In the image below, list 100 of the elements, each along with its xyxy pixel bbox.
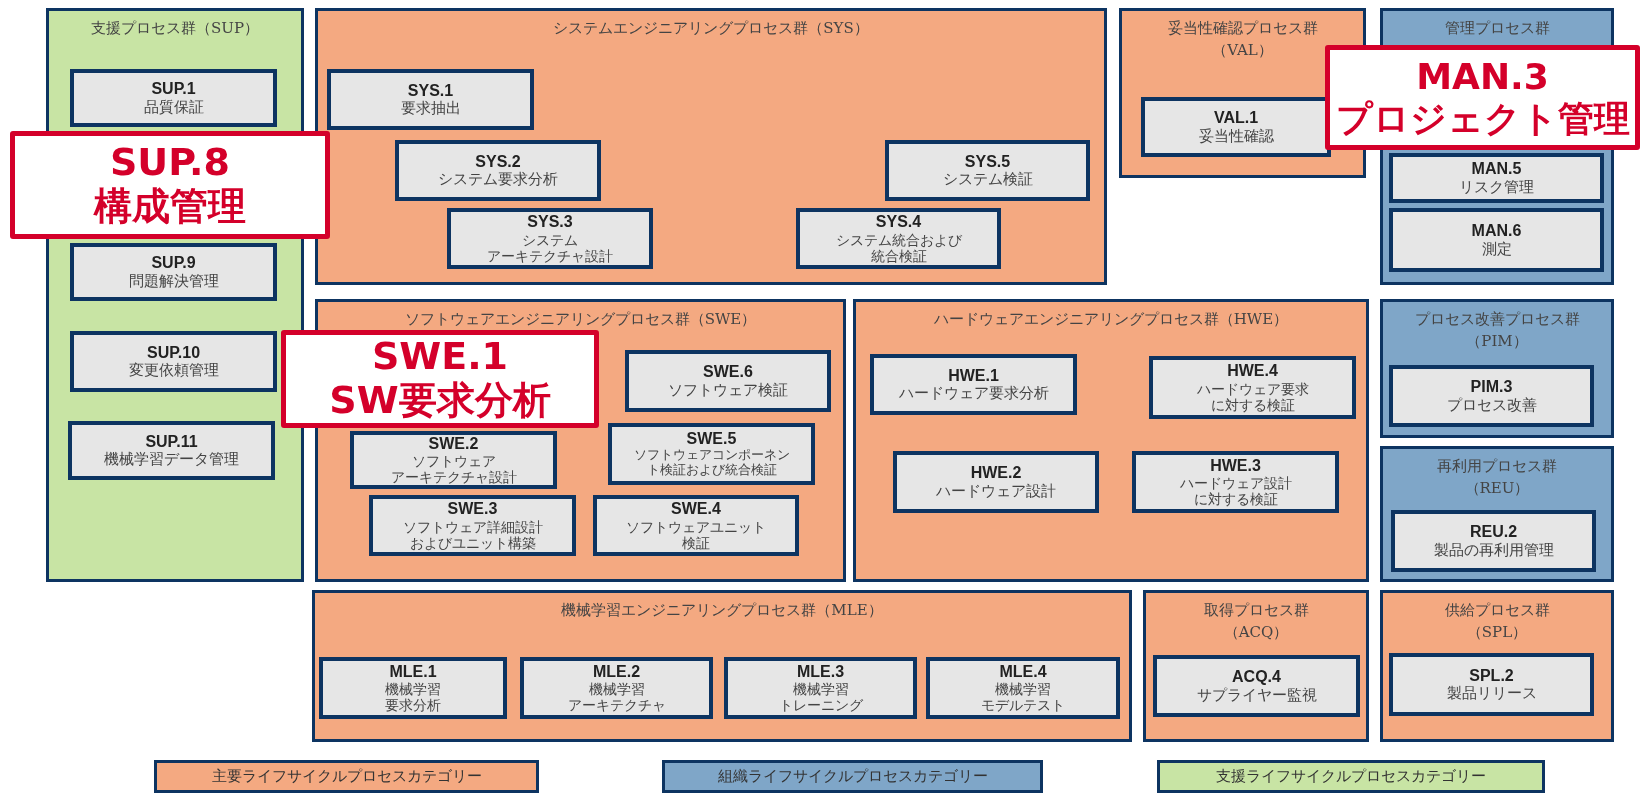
process-name: システム検証 xyxy=(942,171,1033,189)
process-name: ハードウェア要求分析 xyxy=(898,385,1049,403)
group-heading: 供給プロセス群（SPL） xyxy=(1443,600,1551,643)
process-box xyxy=(1389,365,1594,427)
callout-code: SUP.8 xyxy=(110,141,230,185)
process-name: 製品の再利用管理 xyxy=(1433,541,1554,559)
group-heading: ハードウェアエンジニアリングプロセス群（HWE） xyxy=(932,309,1290,330)
process-code: SUP.1 xyxy=(151,80,196,99)
process-code: ACQ.4 xyxy=(1232,668,1281,687)
process-box xyxy=(70,69,277,127)
process-code: MLE.4 xyxy=(999,662,1047,682)
process-name: ハードウェア設計に対する検証 xyxy=(1179,475,1292,508)
process-code: SYS.2 xyxy=(475,152,521,171)
process-box xyxy=(724,657,917,719)
process-code: SUP.9 xyxy=(151,254,196,273)
process-box xyxy=(1153,655,1360,717)
process-box xyxy=(327,69,534,130)
process-box xyxy=(350,431,557,489)
process-box xyxy=(1132,451,1339,513)
group-heading: 管理プロセス群 xyxy=(1443,18,1551,39)
legend-label: 主要ライフサイクルプロセスカテゴリー xyxy=(211,767,482,786)
process-code: SUP.11 xyxy=(145,432,198,452)
process-box xyxy=(1389,208,1604,272)
process-name: 変更依頼管理 xyxy=(128,362,219,380)
group-panel xyxy=(1380,299,1614,438)
process-box xyxy=(70,243,277,301)
process-code: PIM.3 xyxy=(1470,378,1513,397)
process-name: ハードウェア要求に対する検証 xyxy=(1196,380,1309,413)
process-name: 測定 xyxy=(1481,240,1512,258)
process-box xyxy=(1141,97,1331,157)
process-code: MLE.1 xyxy=(389,662,437,682)
group-heading: 支援プロセス群（SUP） xyxy=(90,18,260,39)
process-box xyxy=(593,495,799,556)
process-code: SYS.3 xyxy=(527,213,573,232)
process-name: ソフトウェア検証 xyxy=(668,381,788,399)
process-box xyxy=(395,140,601,201)
process-box xyxy=(885,140,1090,201)
callout-name: SW要求分析 xyxy=(329,379,551,423)
callout-tooltip xyxy=(10,131,330,239)
group-heading: プロセス改善プロセス群（PIM） xyxy=(1413,309,1581,352)
process-name: システム統合および統合検証 xyxy=(835,231,962,264)
process-name: ソフトウェアユニット検証 xyxy=(626,518,766,551)
process-name: 問題解決管理 xyxy=(128,272,219,290)
process-code: MLE.2 xyxy=(592,662,641,682)
process-code: HWE.3 xyxy=(1210,456,1261,476)
process-code: REU.2 xyxy=(1469,523,1518,542)
process-code: HWE.2 xyxy=(970,464,1022,483)
group-panel xyxy=(1380,590,1614,742)
group-panel xyxy=(1380,446,1614,582)
process-name: ソフトウェア詳細設計およびユニット構築 xyxy=(402,518,543,551)
legend-label: 組織ライフサイクルプロセスカテゴリー xyxy=(717,767,988,786)
process-name: 製品リリース xyxy=(1446,685,1537,703)
callout-code: MAN.3 xyxy=(1416,56,1549,98)
process-name: 機械学習データ管理 xyxy=(104,451,239,469)
callout-tooltip xyxy=(1325,45,1640,150)
process-box xyxy=(625,350,831,412)
process-code: SWE.6 xyxy=(703,363,753,382)
process-name: ソフトウェアコンポーネント検証および統合検証 xyxy=(633,448,790,479)
group-heading: 再利用プロセス群（REU） xyxy=(1436,456,1558,499)
group-heading: 妥当性確認プロセス群（VAL） xyxy=(1166,18,1319,61)
process-name: 機械学習モデルテスト xyxy=(981,681,1065,714)
process-code: HWE.4 xyxy=(1227,362,1278,381)
callout-name: プロジェクト管理 xyxy=(1335,97,1630,139)
process-code: VAL.1 xyxy=(1213,109,1259,128)
process-name: 機械学習トレーニング xyxy=(778,681,863,714)
group-heading: ソフトウェアエンジニアリングプロセス群（SWE） xyxy=(403,309,758,330)
process-box xyxy=(68,421,275,480)
process-box xyxy=(893,451,1099,513)
callout-name: 構成管理 xyxy=(94,185,246,229)
process-code: MLE.3 xyxy=(796,662,845,682)
process-name: 機械学習アーキテクチャ xyxy=(567,681,666,714)
process-code: SWE.2 xyxy=(428,434,479,454)
process-code: SWE.5 xyxy=(686,429,737,449)
process-name: システム要求分析 xyxy=(438,171,558,189)
group-panel xyxy=(853,299,1369,582)
legend-label: 支援ライフサイクルプロセスカテゴリー xyxy=(1216,767,1486,786)
process-code: SPL.2 xyxy=(1469,666,1514,686)
process-box xyxy=(926,657,1120,719)
group-panel xyxy=(1143,590,1369,742)
process-box xyxy=(70,331,277,392)
process-box xyxy=(1149,356,1356,419)
process-code: SWE.4 xyxy=(671,500,721,519)
process-name: 機械学習要求分析 xyxy=(385,681,441,714)
process-name: 要求抽出 xyxy=(400,100,461,118)
callout-code: SWE.1 xyxy=(371,335,509,379)
process-code: MAN.5 xyxy=(1471,160,1522,179)
group-panel xyxy=(315,8,1107,285)
process-box xyxy=(796,208,1001,269)
process-name: ハードウェア設計 xyxy=(936,482,1056,500)
process-name: 品質保証 xyxy=(143,98,204,116)
process-name: サプライヤー監視 xyxy=(1196,686,1317,704)
process-name: プロセス改善 xyxy=(1446,396,1537,414)
process-code: SWE.3 xyxy=(447,500,498,519)
process-name: ソフトウェアアーキテクチャ設計 xyxy=(390,453,517,486)
process-code: SYS.1 xyxy=(407,81,454,100)
group-heading: 機械学習エンジニアリングプロセス群（MLE） xyxy=(560,600,884,621)
process-name: システムアーキテクチャ設計 xyxy=(487,231,613,264)
group-panel xyxy=(312,590,1132,742)
process-box xyxy=(1391,510,1596,572)
process-code: SUP.10 xyxy=(146,343,201,363)
